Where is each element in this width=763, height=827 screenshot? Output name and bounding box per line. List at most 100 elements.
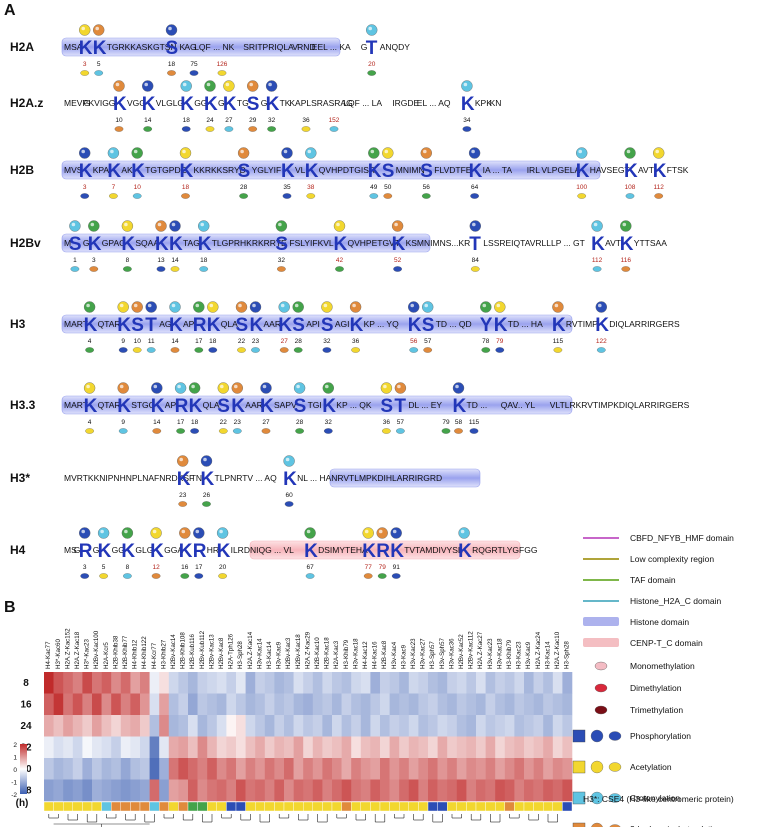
marker-highlight [240,149,244,154]
marker-highlight [81,529,85,534]
heatmap-cell [476,693,486,716]
heatmap-cell [370,779,381,802]
heatmap-cell [140,758,150,780]
modification-type-cell [63,801,74,812]
modification-marker [207,301,219,313]
residue-position: 3 [92,257,96,264]
heatmap-column-label: H4-Khib12 [132,639,139,669]
heatmap-cell [44,672,54,694]
methylation-marker [170,347,180,353]
modification-marker [121,527,134,539]
heatmap-cell [504,736,515,759]
modified-residue: K [304,541,318,562]
modified-residue: K [624,161,638,182]
heatmap-cell [399,672,410,694]
modification-type-cell [533,801,544,812]
heatmap-cell [197,736,208,759]
sequence-segment: TN [191,473,202,483]
methylation-marker [208,347,218,353]
methylation-marker [202,501,211,507]
heatmap-cell [524,736,534,759]
heatmap-cell [63,758,74,780]
sequence-segment: MSA [64,42,83,52]
methylation-marker [625,193,635,199]
marker-highlight [423,149,427,154]
residue-position: 84 [472,257,480,264]
heatmap-cell [149,736,160,759]
heatmap-column-label: H4-Kac16 [372,641,379,669]
modification-type-cell [389,801,400,812]
sequence-segment: TG [237,98,249,108]
heatmap-cell [351,693,362,716]
heatmap-cell [120,715,131,737]
heatmap-cell [293,779,304,802]
marker-highlight [191,384,195,389]
methylation-marker [382,428,391,434]
heatmap-cell [428,736,438,759]
sequence-segment: VLGLG [156,98,184,108]
heatmap-cell [284,758,294,780]
heatmap-cell [456,736,467,759]
histone-label: H3 [10,317,26,331]
modification-marker [461,80,473,92]
heatmap-column-label: H2B-Khib77 [122,635,129,669]
residue-position: 8 [126,564,130,571]
sequence-segment: AP [183,319,195,329]
heatmap-cell [466,715,477,737]
residue-position: 79 [379,564,387,571]
modified-residue: K [142,94,156,115]
residue-position: 14 [171,338,179,345]
marker-highlight [81,26,85,31]
modified-residue: K [84,396,98,417]
modification-marker [174,382,187,394]
residue-position: 34 [463,117,471,124]
heatmap-cell [504,758,515,780]
heatmap-cell [140,736,150,759]
methylation-marker [217,70,227,76]
sequence-segment: AVT [605,238,621,248]
modified-residue: K [390,541,404,562]
marker-highlight [115,82,120,87]
residue-position: 58 [455,419,463,426]
methylation-marker [409,347,419,353]
sequence-segment: LSSREIQTAVRLLLP ... GT [483,238,585,248]
residue-position: 23 [234,419,242,426]
marker-highlight [195,303,200,308]
sequence-segment: ... YL [516,400,536,410]
marker-highlight [225,82,230,87]
heatmap-cell [408,779,419,802]
residue-position: 10 [134,184,142,191]
sequence-segment: TLGPRHKRKRRTE [212,238,287,248]
modification-marker [422,301,434,313]
heatmap-cell [495,672,506,694]
methylation-marker [454,428,463,434]
heatmap-cell [120,693,131,716]
heatmap-row-label: 16 [20,699,32,710]
heatmap-cell [159,715,170,737]
heatmap-cell [178,779,189,802]
heatmap-cell [236,715,246,737]
modified-residue: K [281,161,295,182]
heatmap-cell [303,736,314,759]
heatmap-cell [533,758,544,780]
modified-residue: S [247,94,260,115]
heatmap-cell [533,736,544,759]
heatmap-cell [197,758,208,780]
heatmap-cell [111,736,122,759]
sequence-segment: NL ... HANRVTLMPKDIHLARRIRGRD [297,473,442,483]
modified-residue: T [469,234,481,255]
methylation-marker [224,126,234,132]
modification-type-cell [235,801,246,812]
heatmap-cell [524,758,534,780]
legend-mod-label: Crotonylation [630,793,680,803]
marker-highlight [397,384,401,389]
modification-marker [283,455,295,467]
heatmap-cell [226,672,237,694]
heatmap-cell [130,672,141,694]
modified-residue: K [98,541,112,562]
heatmap-column-label: H3v-Kac14 [256,638,263,669]
heatmap-cell [92,779,102,802]
modified-residue: S [380,396,393,417]
